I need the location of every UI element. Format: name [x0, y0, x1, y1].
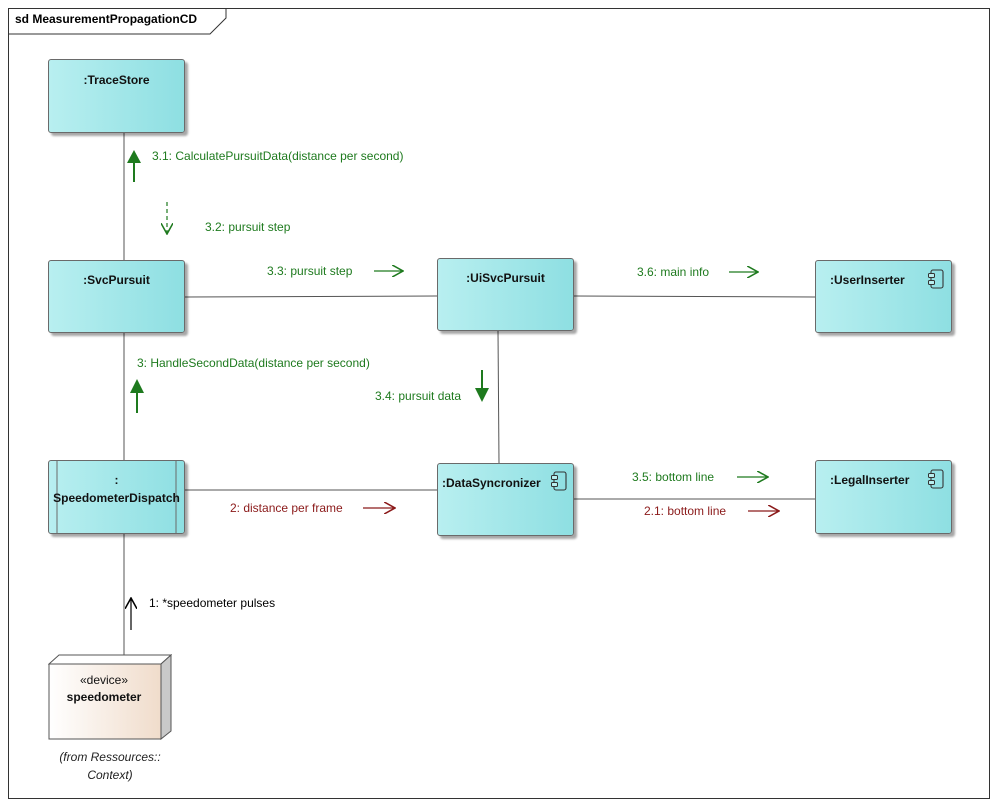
node-speedometerdispatch[interactable]: : SpeedometerDispatch: [48, 460, 185, 534]
link-uisvcpursuit-userinserter: [573, 295, 816, 298]
device-from-note: (from Ressources:: Context): [48, 748, 172, 784]
node-datasyncronizer[interactable]: :DataSyncronizer: [437, 463, 574, 536]
message-2: 2: distance per frame: [230, 501, 343, 515]
arrow-3-1-head: [127, 150, 141, 163]
link-uisvcpursuit-datasync: [497, 330, 500, 464]
message-3-5: 3.5: bottom line: [632, 470, 715, 484]
active-object-bars: [56, 461, 177, 533]
message-3-3: 3.3: pursuit step: [267, 264, 353, 278]
message-3-6: 3.6: main info: [637, 265, 710, 279]
node-tracestore[interactable]: :TraceStore: [48, 59, 185, 133]
device-from-line1: (from Ressources::: [59, 750, 161, 764]
device-name: speedometer: [66, 690, 142, 704]
node-userinserter[interactable]: :UserInserter: [815, 260, 952, 333]
component-icon: [551, 471, 567, 491]
component-icon: [928, 469, 944, 489]
device-from-line2: Context): [87, 768, 133, 782]
node-speedometerdispatch-label: SpeedometerDispatch: [53, 491, 180, 505]
node-userinserter-label: :UserInserter: [830, 273, 905, 287]
message-2-1: 2.1: bottom line: [644, 504, 727, 518]
message-3-1: 3.1: CalculatePursuitData(distance per s…: [152, 149, 404, 163]
node-legalinserter-label: :LegalInserter: [830, 473, 910, 487]
node-datasyncronizer-label: :DataSyncronizer: [442, 476, 541, 490]
arrow-3-4-head: [475, 388, 489, 402]
message-1: 1: *speedometer pulses: [149, 596, 276, 610]
node-svcpursuit[interactable]: :SvcPursuit: [48, 260, 185, 333]
node-svcpursuit-label: :SvcPursuit: [83, 273, 150, 287]
device-stereotype: «device»: [79, 673, 129, 687]
node-legalinserter[interactable]: :LegalInserter: [815, 460, 952, 534]
frame-title: sd MeasurementPropagationCD: [15, 12, 198, 26]
node-tracestore-label: :TraceStore: [83, 73, 150, 87]
node-speedometerdispatch-colon: :: [114, 473, 119, 487]
link-svcpursuit-uisvcpursuit: [184, 295, 438, 298]
message-3: 3: HandleSecondData(distance per second): [137, 356, 370, 370]
node-uisvcpursuit[interactable]: :UiSvcPursuit: [437, 258, 574, 331]
message-3-2: 3.2: pursuit step: [205, 220, 291, 234]
message-3-4: 3.4: pursuit data: [375, 389, 462, 403]
diagram-frame: [8, 8, 990, 799]
arrow-3-head: [130, 379, 144, 393]
component-icon: [928, 269, 944, 289]
node-uisvcpursuit-label: :UiSvcPursuit: [466, 271, 545, 285]
frame-tab-outline: [8, 8, 227, 35]
device-node-speedometer[interactable]: [48, 654, 172, 740]
